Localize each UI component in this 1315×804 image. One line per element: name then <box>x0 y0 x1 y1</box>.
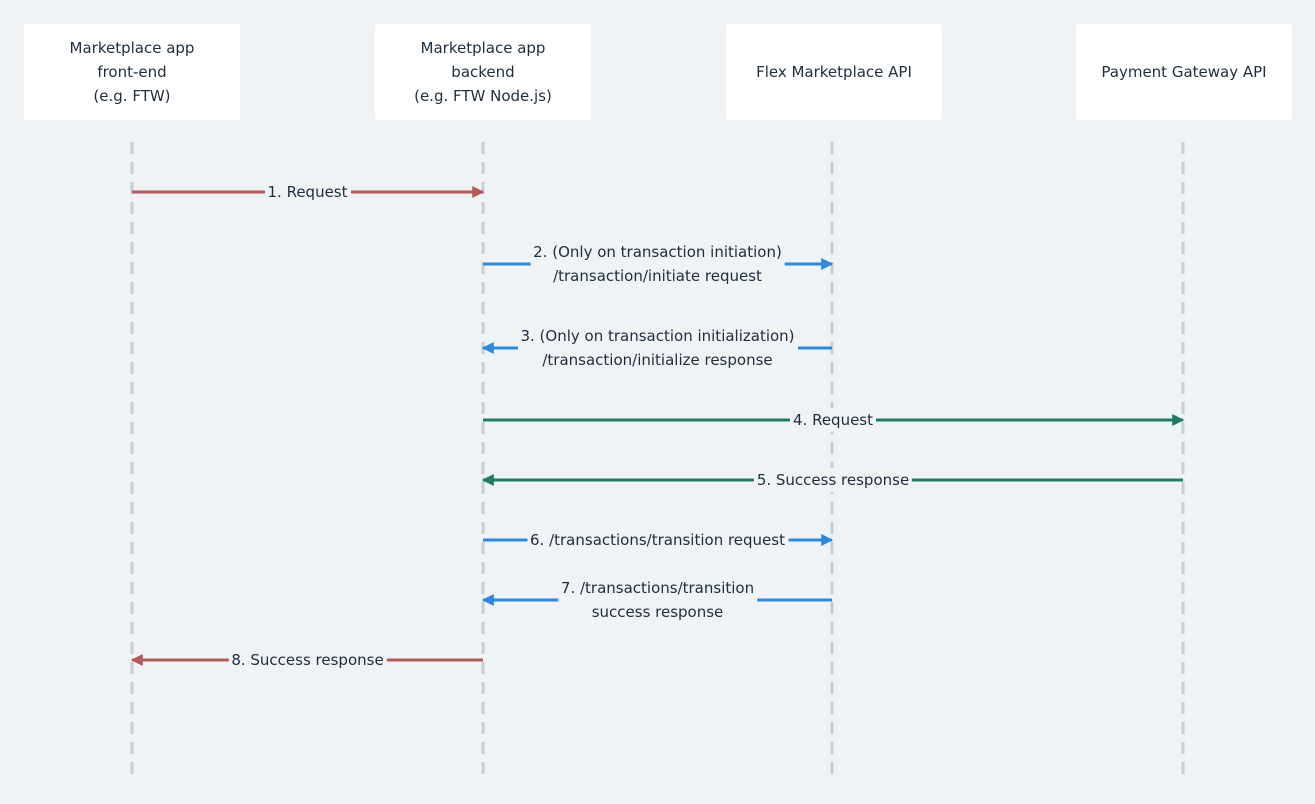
participant-backend: Marketplace app backend (e.g. FTW Node.j… <box>375 24 591 120</box>
participant-flex-api: Flex Marketplace API <box>726 24 942 120</box>
message-1-label: 1. Request <box>264 180 351 204</box>
message-8-label: 8. Success response <box>228 648 387 672</box>
message-7-label: 7. /transactions/transition success resp… <box>557 576 758 624</box>
message-3-label: 3. (Only on transaction initialization) … <box>517 324 798 372</box>
participant-flex-api-label: Flex Marketplace API <box>756 63 912 81</box>
participant-frontend-label: Marketplace app front-end (e.g. FTW) <box>69 39 195 105</box>
participant-payment-gateway: Payment Gateway API <box>1076 24 1292 120</box>
message-6-label: 6. /transactions/transition request <box>527 528 788 552</box>
message-5-label: 5. Success response <box>753 468 913 492</box>
message-4-label: 4. Request <box>789 408 877 432</box>
participant-backend-label: Marketplace app backend (e.g. FTW Node.j… <box>414 39 552 105</box>
participant-payment-gateway-label: Payment Gateway API <box>1101 63 1267 81</box>
participant-frontend: Marketplace app front-end (e.g. FTW) <box>24 24 240 120</box>
message-2-label: 2. (Only on transaction initiation) /tra… <box>530 240 785 288</box>
